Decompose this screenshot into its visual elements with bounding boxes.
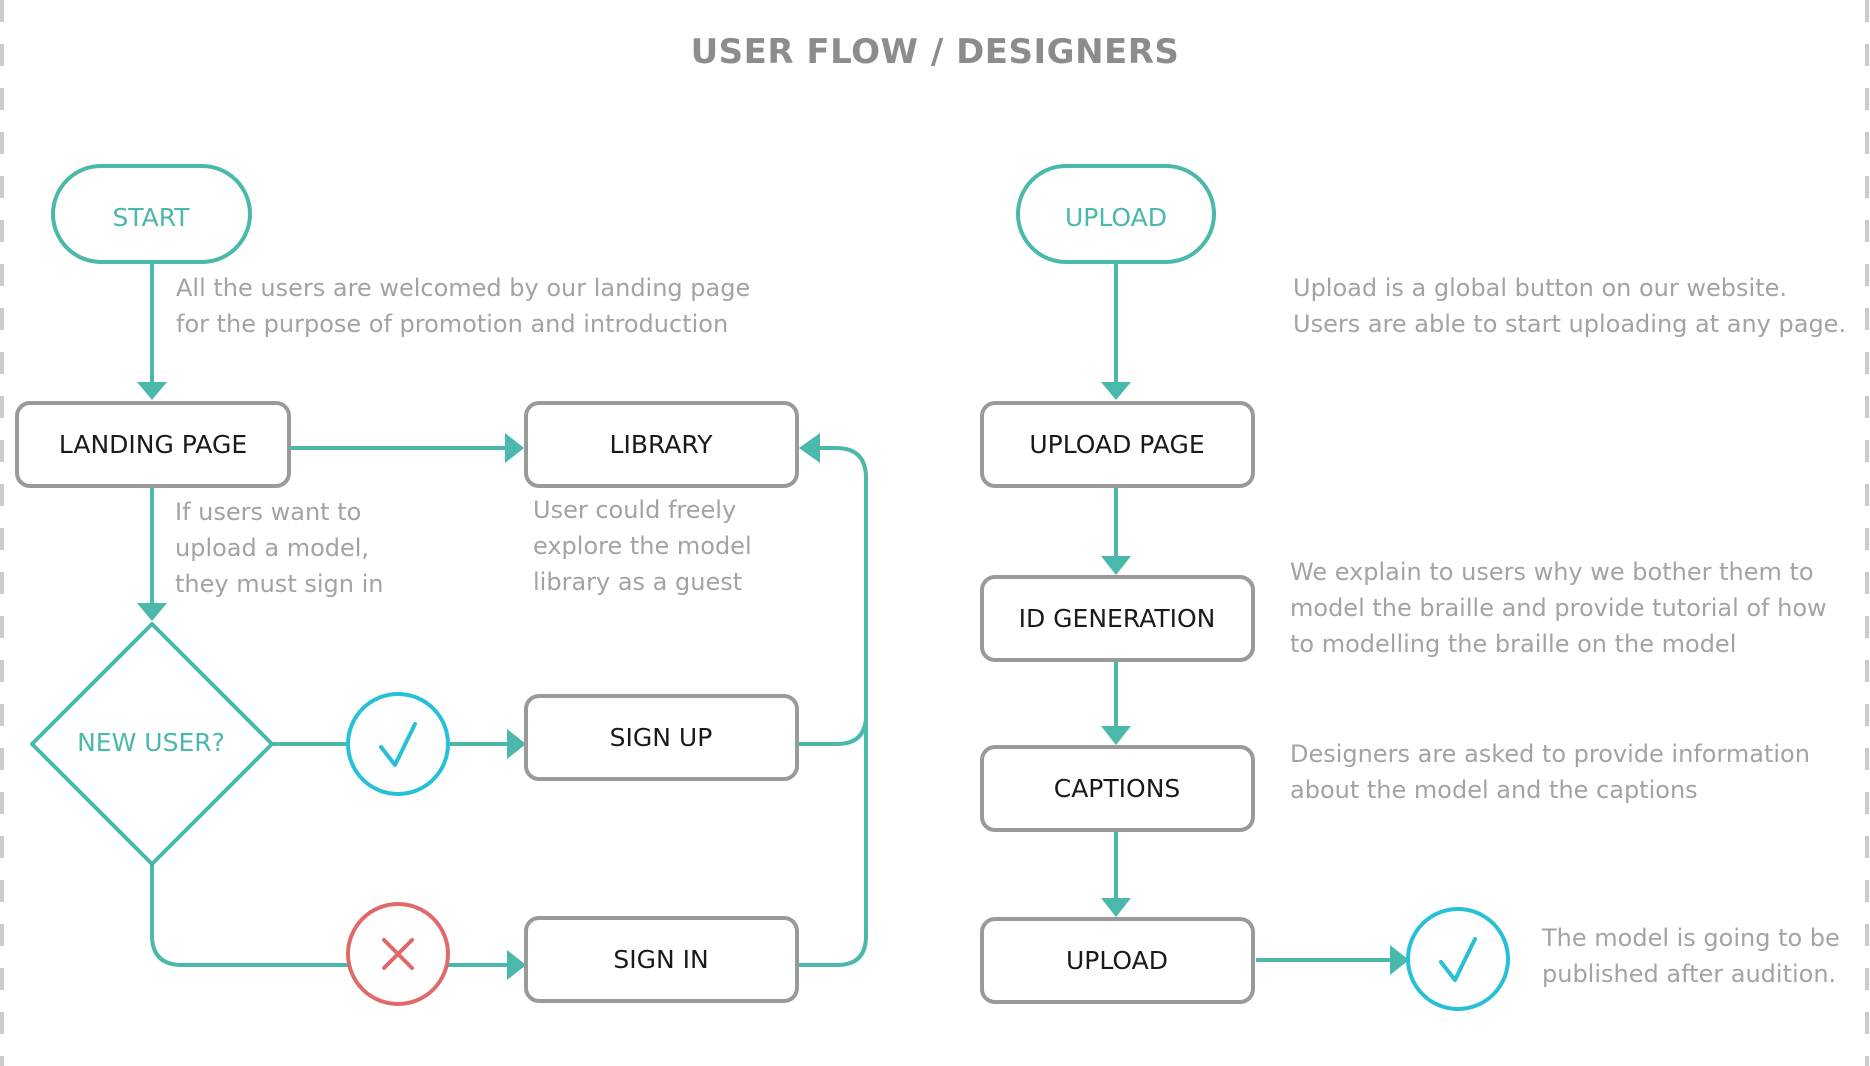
note-library-guest: User could freely explore the model libr… bbox=[533, 496, 759, 596]
note-library-line-2: explore the model bbox=[533, 532, 752, 560]
arrowhead-published bbox=[1390, 945, 1409, 975]
note-global-button: Upload is a global button on our website… bbox=[1293, 274, 1846, 338]
sign-in-label: SIGN IN bbox=[613, 945, 708, 974]
note-published-line-2: published after audition. bbox=[1542, 960, 1836, 988]
note-captions-line-1: Designers are asked to provide informati… bbox=[1290, 740, 1810, 768]
captions-label: CAPTIONS bbox=[1054, 774, 1181, 803]
upload-start-terminal bbox=[1016, 164, 1216, 264]
note-braille-line-3: to modelling the braille on the model bbox=[1290, 630, 1736, 658]
note-welcome: All the users are welcomed by our landin… bbox=[176, 274, 758, 338]
arrowhead-landing bbox=[137, 382, 167, 400]
upload-label: UPLOAD bbox=[1066, 946, 1168, 975]
note-library-line-1: User could freely bbox=[533, 496, 736, 524]
id-generation-label: ID GENERATION bbox=[1019, 604, 1216, 633]
new-user-label: NEW USER? bbox=[77, 728, 225, 757]
published-circle bbox=[1406, 907, 1510, 1011]
library-box bbox=[524, 401, 799, 488]
upload-box bbox=[980, 917, 1255, 1004]
connector-decision-to-no bbox=[150, 862, 348, 967]
yes-circle bbox=[346, 692, 450, 796]
note-captions-line-2: about the model and the captions bbox=[1290, 776, 1698, 804]
new-user-decision bbox=[30, 622, 274, 866]
arrowhead-decision bbox=[137, 603, 167, 621]
captions-box bbox=[980, 745, 1255, 832]
diagram-title: USER FLOW / DESIGNERS bbox=[691, 32, 1180, 72]
landing-page-label: LANDING PAGE bbox=[59, 430, 247, 459]
note-sign-in-line-1: If users want to bbox=[175, 498, 361, 526]
note-braille-line-1: We explain to users why we bother them t… bbox=[1290, 558, 1814, 586]
arrowhead-upload-page bbox=[1101, 382, 1131, 400]
note-sign-in-line-2: upload a model, bbox=[175, 534, 369, 562]
published-check-icon bbox=[1439, 937, 1477, 982]
upload-page-label: UPLOAD PAGE bbox=[1029, 430, 1204, 459]
note-braille-line-2: model the braille and provide tutorial o… bbox=[1290, 594, 1827, 622]
arrowhead-library bbox=[505, 433, 524, 463]
arrowhead-library-return bbox=[799, 433, 820, 463]
note-published-line-1: The model is going to be bbox=[1541, 924, 1840, 952]
arrowhead-captions bbox=[1101, 726, 1131, 745]
sign-in-box bbox=[524, 916, 799, 1003]
note-sign-in-line-3: they must sign in bbox=[175, 570, 383, 598]
note-captions-info: Designers are asked to provide informati… bbox=[1290, 740, 1818, 804]
upload-start-label: UPLOAD bbox=[1065, 203, 1167, 232]
note-global-line-1: Upload is a global button on our website… bbox=[1293, 274, 1787, 302]
check-icon bbox=[379, 722, 417, 767]
cross-icon bbox=[382, 938, 414, 970]
note-library-line-3: library as a guest bbox=[533, 568, 742, 596]
start-terminal bbox=[51, 164, 252, 264]
id-generation-box bbox=[980, 575, 1255, 662]
note-published: The model is going to be published after… bbox=[1541, 924, 1847, 988]
arrowhead-signup bbox=[507, 729, 526, 759]
connector-signup-to-library bbox=[797, 446, 868, 746]
arrowhead-id-generation bbox=[1101, 556, 1131, 575]
start-label: START bbox=[112, 203, 190, 232]
arrowhead-upload bbox=[1101, 898, 1131, 917]
note-welcome-line-1: All the users are welcomed by our landin… bbox=[176, 274, 750, 302]
note-welcome-line-2: for the purpose of promotion and introdu… bbox=[176, 310, 728, 338]
connector-signin-to-library bbox=[797, 715, 868, 967]
library-label: LIBRARY bbox=[610, 430, 714, 459]
note-global-line-2: Users are able to start uploading at any… bbox=[1293, 310, 1846, 338]
sign-up-label: SIGN UP bbox=[610, 723, 713, 752]
note-sign-in-required: If users want to upload a model, they mu… bbox=[175, 498, 383, 598]
arrowhead-signin bbox=[507, 950, 526, 980]
upload-page-box bbox=[980, 401, 1255, 488]
note-explain-braille: We explain to users why we bother them t… bbox=[1290, 558, 1834, 658]
landing-page-box bbox=[15, 401, 291, 488]
sign-up-box bbox=[524, 694, 799, 781]
